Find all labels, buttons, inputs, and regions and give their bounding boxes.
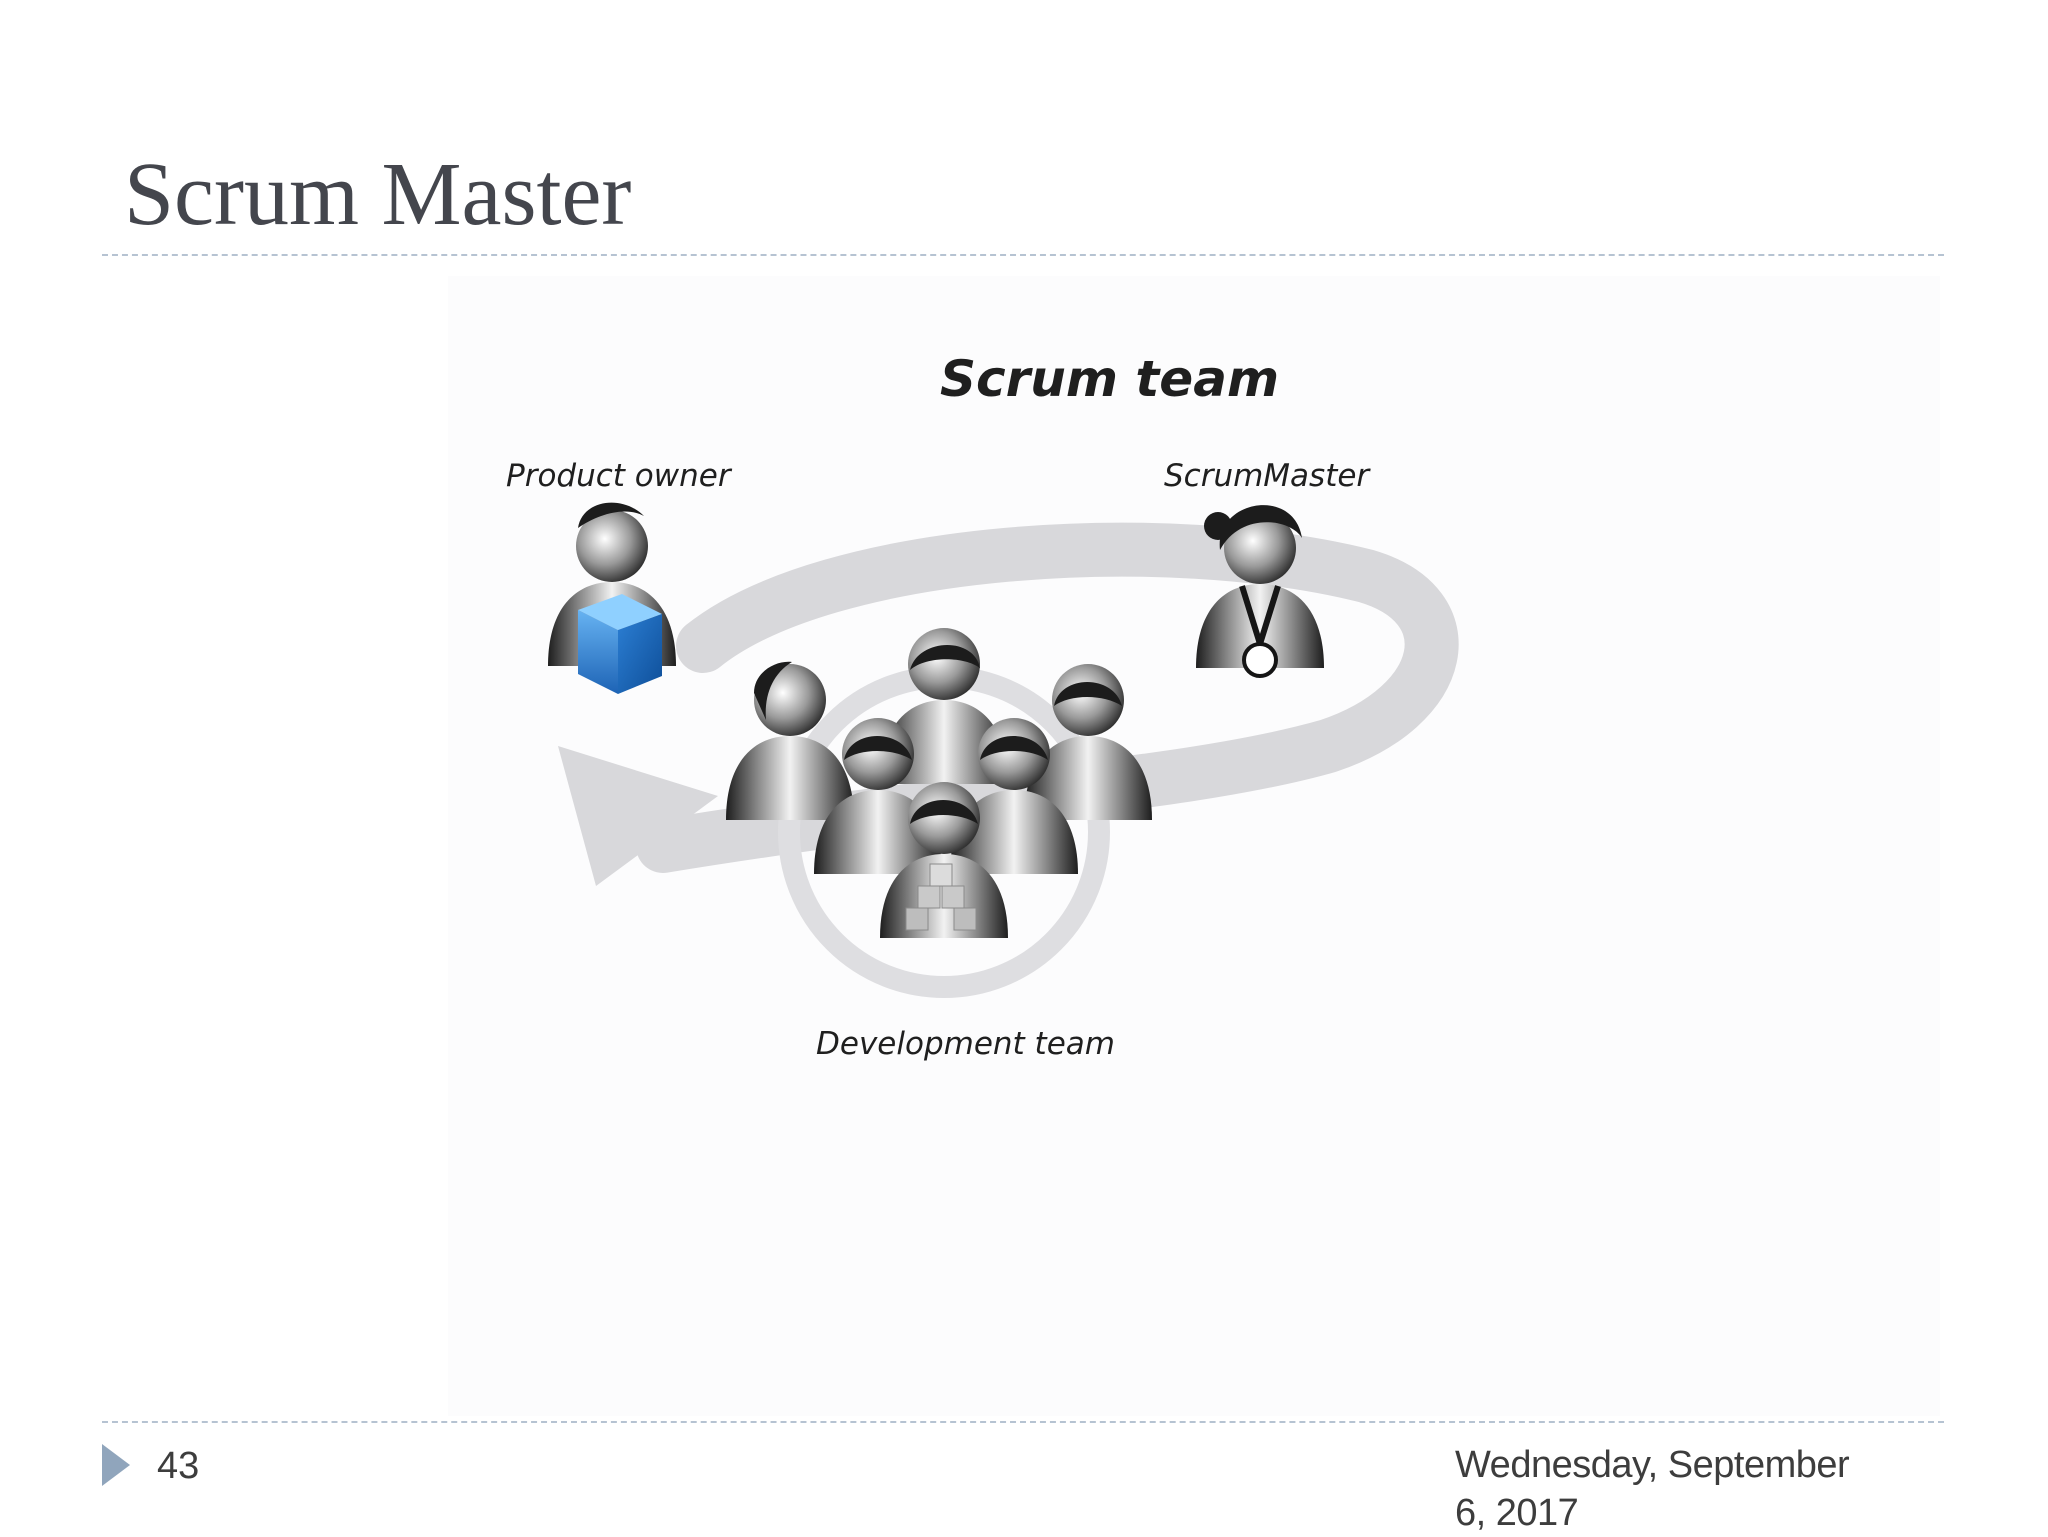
scrum-team-diagram: Scrum team Product owner ScrumMaster — [448, 276, 1940, 1416]
slide-date-line1: Wednesday, September — [1455, 1444, 1850, 1486]
footer-divider — [102, 1421, 1944, 1423]
product-owner-label: Product owner — [506, 458, 733, 494]
title-divider — [102, 254, 1944, 256]
footer-arrow-icon — [102, 1444, 130, 1486]
scrummaster-figure — [1196, 505, 1324, 678]
blocks-icon — [905, 863, 977, 931]
product-owner-figure — [548, 502, 676, 694]
cube-icon — [578, 594, 662, 694]
development-team-figure — [726, 628, 1152, 938]
person-icon — [1196, 505, 1324, 668]
page-number: 43 — [157, 1445, 200, 1487]
people-group-icon — [726, 628, 1152, 938]
person-icon — [548, 502, 676, 666]
slide-title: Scrum Master — [124, 145, 632, 244]
scrummaster-label: ScrumMaster — [1164, 458, 1371, 494]
development-team-label: Development team — [816, 1026, 1115, 1062]
slide-date: Wednesday, September 6, 2017 — [1455, 1441, 1895, 1537]
slide-date-line2: 6, 2017 — [1455, 1492, 1579, 1534]
lanyard-icon — [1239, 585, 1281, 678]
diagram-title: Scrum team — [940, 350, 1279, 408]
